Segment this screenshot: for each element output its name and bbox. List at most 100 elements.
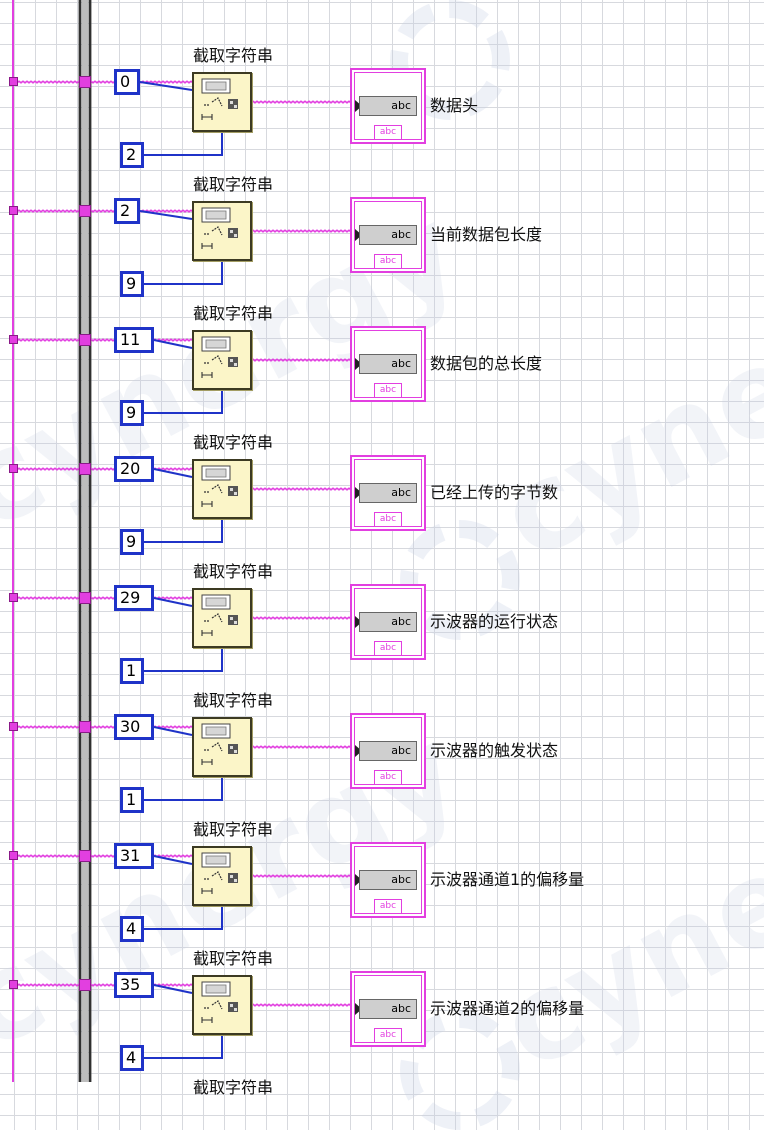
indicator-terminal-icon bbox=[355, 745, 362, 757]
indicator-type-tag: abc bbox=[374, 125, 402, 139]
offset-constant[interactable]: 11 bbox=[114, 327, 154, 353]
string-subset-function[interactable] bbox=[192, 717, 252, 777]
string-subset-function[interactable] bbox=[192, 330, 252, 390]
wire-junction[interactable] bbox=[79, 592, 91, 604]
wire-junction[interactable] bbox=[79, 76, 91, 88]
offset-constant[interactable]: 31 bbox=[114, 843, 154, 869]
indicator-terminal-icon bbox=[355, 487, 362, 499]
wire-junction[interactable] bbox=[79, 721, 91, 733]
offset-wire[interactable] bbox=[153, 726, 193, 736]
rail-junction[interactable] bbox=[9, 335, 18, 344]
offset-constant[interactable]: 29 bbox=[114, 585, 154, 611]
rail-junction[interactable] bbox=[9, 593, 18, 602]
string-subset-function[interactable] bbox=[192, 201, 252, 261]
offset-constant[interactable]: 2 bbox=[114, 198, 140, 224]
length-constant[interactable]: 4 bbox=[120, 1045, 144, 1071]
wire-junction[interactable] bbox=[79, 979, 91, 991]
rail-junction[interactable] bbox=[9, 206, 18, 215]
node-title-label: 截取字符串 bbox=[193, 433, 274, 452]
string-subset-function[interactable] bbox=[192, 975, 252, 1035]
string-wire-input[interactable] bbox=[13, 596, 195, 600]
indicator-label: 示波器的触发状态 bbox=[430, 741, 559, 760]
string-wire-input[interactable] bbox=[13, 80, 195, 84]
offset-wire[interactable] bbox=[153, 597, 193, 607]
string-wire-output[interactable] bbox=[251, 745, 357, 749]
string-subset-function[interactable] bbox=[192, 459, 252, 519]
length-wire[interactable] bbox=[144, 777, 223, 801]
length-wire[interactable] bbox=[144, 906, 223, 930]
offset-constant[interactable]: 30 bbox=[114, 714, 154, 740]
indicator-field: abc bbox=[359, 354, 417, 374]
node-title-label: 截取字符串 bbox=[193, 304, 274, 323]
string-wire-output[interactable] bbox=[251, 100, 357, 104]
offset-constant[interactable]: 35 bbox=[114, 972, 154, 998]
length-constant[interactable]: 9 bbox=[120, 529, 144, 555]
string-subset-function[interactable] bbox=[192, 72, 252, 132]
length-wire[interactable] bbox=[144, 261, 223, 285]
string-wire-output[interactable] bbox=[251, 874, 357, 878]
wire-junction[interactable] bbox=[79, 463, 91, 475]
string-wire-output[interactable] bbox=[251, 616, 357, 620]
indicator-label: 示波器通道1的偏移量 bbox=[430, 870, 585, 889]
string-subset-icon bbox=[201, 723, 238, 765]
string-wire-input[interactable] bbox=[13, 983, 195, 987]
string-wire-output[interactable] bbox=[251, 229, 357, 233]
string-wire-input[interactable] bbox=[13, 209, 195, 213]
length-constant[interactable]: 9 bbox=[120, 400, 144, 426]
offset-wire[interactable] bbox=[153, 855, 193, 865]
rail-junction[interactable] bbox=[9, 722, 18, 731]
offset-wire[interactable] bbox=[153, 984, 193, 994]
string-subset-function[interactable] bbox=[192, 588, 252, 648]
length-wire[interactable] bbox=[144, 648, 223, 672]
offset-wire[interactable] bbox=[139, 210, 193, 220]
wire-junction[interactable] bbox=[79, 334, 91, 346]
offset-constant[interactable]: 0 bbox=[114, 69, 140, 95]
string-indicator[interactable]: abc abc bbox=[350, 326, 426, 402]
rail-junction[interactable] bbox=[9, 77, 18, 86]
offset-wire[interactable] bbox=[153, 339, 193, 349]
node-title-label: 截取字符串 bbox=[193, 949, 274, 968]
wire-junction[interactable] bbox=[79, 205, 91, 217]
rail-junction[interactable] bbox=[9, 464, 18, 473]
length-constant[interactable]: 1 bbox=[120, 787, 144, 813]
string-wire-input[interactable] bbox=[13, 725, 195, 729]
string-wire-output[interactable] bbox=[251, 487, 357, 491]
string-wire-input[interactable] bbox=[13, 338, 195, 342]
offset-constant[interactable]: 20 bbox=[114, 456, 154, 482]
indicator-field: abc bbox=[359, 225, 417, 245]
node-title-label: 截取字符串 bbox=[193, 820, 274, 839]
length-wire[interactable] bbox=[144, 519, 223, 543]
node-title-label: 截取字符串 bbox=[193, 175, 274, 194]
string-wire-output[interactable] bbox=[251, 1003, 357, 1007]
string-subset-icon bbox=[201, 465, 238, 507]
indicator-label: 当前数据包长度 bbox=[430, 225, 543, 244]
indicator-type-tag: abc bbox=[374, 383, 402, 397]
length-wire[interactable] bbox=[144, 132, 223, 156]
offset-wire[interactable] bbox=[139, 81, 193, 91]
rail-junction[interactable] bbox=[9, 980, 18, 989]
length-constant[interactable]: 4 bbox=[120, 916, 144, 942]
string-wire-output[interactable] bbox=[251, 358, 357, 362]
offset-wire[interactable] bbox=[153, 468, 193, 478]
string-wire-input[interactable] bbox=[13, 467, 195, 471]
length-wire[interactable] bbox=[144, 390, 223, 414]
wire-layer bbox=[12, 0, 357, 1082]
length-wire[interactable] bbox=[144, 1035, 223, 1059]
string-wire-input[interactable] bbox=[13, 854, 195, 858]
string-subset-function[interactable] bbox=[192, 846, 252, 906]
length-constant[interactable]: 9 bbox=[120, 271, 144, 297]
wire-junction[interactable] bbox=[79, 850, 91, 862]
indicator-field: abc bbox=[359, 612, 417, 632]
length-constant[interactable]: 2 bbox=[120, 142, 144, 168]
indicator-terminal-icon bbox=[355, 616, 362, 628]
length-constant[interactable]: 1 bbox=[120, 658, 144, 684]
rail-junction[interactable] bbox=[9, 851, 18, 860]
